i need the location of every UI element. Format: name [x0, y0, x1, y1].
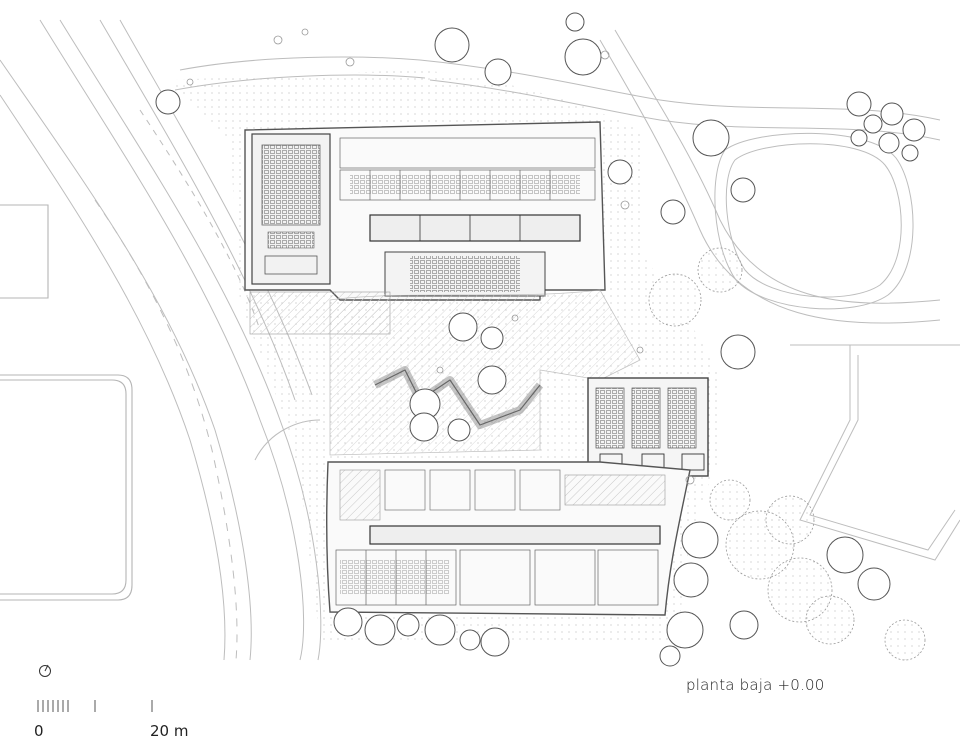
tree-icon: [880, 102, 904, 126]
tree-icon: [459, 629, 481, 651]
tree-icon: [409, 412, 439, 442]
shrub-icon: [511, 314, 519, 322]
scale-start-label: 0: [34, 722, 44, 740]
shrubs: [186, 28, 695, 485]
tree-icon: [155, 89, 181, 115]
north-arrow-icon: [39, 664, 51, 677]
road-lines: [0, 19, 426, 661]
tree-icon: [666, 611, 704, 649]
shrub-icon: [685, 475, 695, 485]
tree-icon: [901, 144, 919, 162]
shrub-icon: [620, 200, 630, 210]
tree-icon: [720, 334, 756, 370]
trees: [155, 12, 926, 667]
tree-canopy: [648, 247, 926, 661]
tree-icon: [484, 58, 512, 86]
tree-icon: [565, 12, 585, 32]
tree-icon: [434, 27, 470, 63]
tree-icon: [659, 645, 681, 667]
tree-icon: [424, 614, 456, 646]
tree-icon: [863, 114, 883, 134]
tree-icon: [846, 91, 872, 117]
tree-icon: [396, 613, 420, 637]
tree-icon: [730, 177, 756, 203]
tree-icon: [660, 199, 686, 225]
scale-bar: [37, 700, 153, 712]
shrub-icon: [273, 35, 283, 45]
tree-icon: [857, 567, 891, 601]
north-building: [244, 121, 606, 335]
shrub-icon: [186, 78, 194, 86]
shrub-icon: [301, 28, 309, 36]
tree-icon: [333, 607, 363, 637]
tree-icon: [607, 159, 633, 185]
right-building-outline: [790, 344, 960, 561]
tree-icon: [878, 132, 900, 154]
tree-icon: [681, 521, 719, 559]
tree-icon: [480, 627, 510, 657]
shrub-icon: [600, 50, 610, 60]
tree-icon: [447, 418, 471, 442]
shrub-icon: [345, 57, 355, 67]
tree-icon: [729, 610, 759, 640]
tree-icon: [564, 38, 602, 76]
tree-icon: [448, 312, 478, 342]
tree-icon: [477, 365, 507, 395]
tree-icon: [826, 536, 864, 574]
tree-icon: [902, 118, 926, 142]
scale-end-label: 20 m: [150, 722, 189, 740]
tree-icon: [480, 326, 504, 350]
shrub-icon: [436, 366, 444, 374]
tree-icon: [673, 562, 709, 598]
tree-icon: [692, 119, 730, 157]
shrub-icon: [636, 346, 644, 354]
left-plots: [0, 204, 133, 601]
tree-icon: [364, 614, 396, 646]
tree-icon: [850, 129, 868, 147]
plan-caption: planta baja +0.00: [686, 676, 825, 694]
east-auditorium: [587, 377, 709, 477]
south-building: [325, 461, 691, 616]
